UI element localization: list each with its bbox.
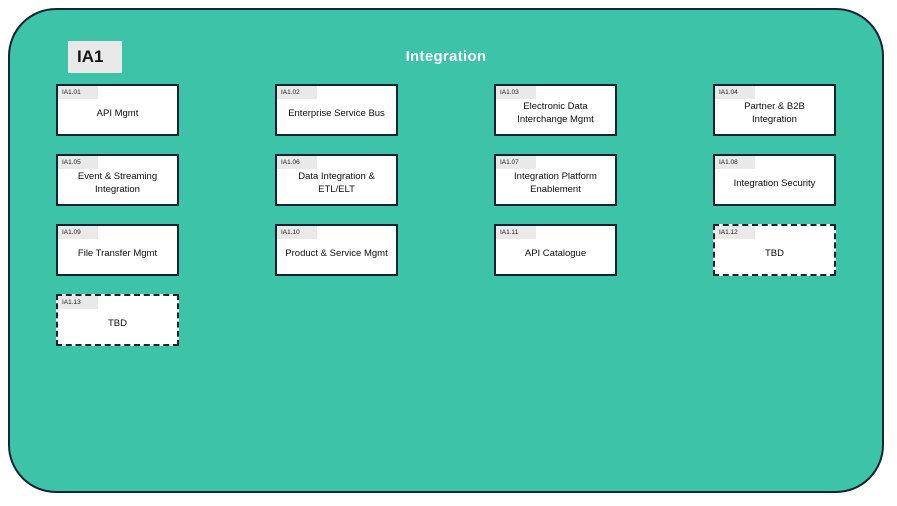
capability-title: API Catalogue (524, 247, 587, 259)
capability-box: IA1.08 Integration Security (713, 154, 836, 206)
capability-id-tab: IA1.01 (58, 86, 98, 99)
capability-title: Enterprise Service Bus (288, 107, 385, 119)
capability-title: Partner & B2B Integration (744, 101, 805, 125)
integration-domain-container: IA1 Integration IA1.01 API Mgmt IA1.02 E… (8, 8, 884, 493)
capability-id-tab: IA1.12 (715, 226, 755, 239)
capability-id-tab: IA1.04 (715, 86, 755, 99)
capability-id-tab: IA1.09 (58, 226, 98, 239)
capability-id-tab: IA1.10 (277, 226, 317, 239)
capability-box: IA1.04 Partner & B2B Integration (713, 84, 836, 136)
capability-box: IA1.01 API Mgmt (56, 84, 179, 136)
capability-box: IA1.05 Event & Streaming Integration (56, 154, 179, 206)
capability-title: File Transfer Mgmt (77, 247, 158, 259)
capability-id-tab: IA1.05 (58, 156, 98, 169)
capability-title: Integration Platform Enablement (514, 171, 597, 195)
capability-title: Integration Security (733, 177, 816, 189)
capability-id-tab: IA1.07 (496, 156, 536, 169)
capability-box: IA1.10 Product & Service Mgmt (275, 224, 398, 276)
capability-box: IA1.12 TBD (713, 224, 836, 276)
capability-title: Data Integration & ETL/ELT (298, 171, 375, 195)
capability-id-tab: IA1.06 (277, 156, 317, 169)
capability-id-tab: IA1.08 (715, 156, 755, 169)
capability-title: Electronic Data Interchange Mgmt (517, 101, 594, 125)
capability-title: Event & Streaming Integration (77, 171, 158, 195)
capability-grid: IA1.01 API Mgmt IA1.02 Enterprise Servic… (56, 84, 836, 346)
capability-box: IA1.09 File Transfer Mgmt (56, 224, 179, 276)
domain-id-label: IA1 (68, 41, 122, 73)
capability-box: IA1.11 API Catalogue (494, 224, 617, 276)
capability-title: TBD (108, 317, 127, 329)
capability-title: Product & Service Mgmt (285, 247, 388, 259)
capability-box: IA1.06 Data Integration & ETL/ELT (275, 154, 398, 206)
capability-title: API Mgmt (96, 107, 139, 119)
capability-id-tab: IA1.03 (496, 86, 536, 99)
capability-id-tab: IA1.13 (58, 296, 98, 309)
capability-id-tab: IA1.02 (277, 86, 317, 99)
capability-box: IA1.02 Enterprise Service Bus (275, 84, 398, 136)
capability-id-tab: IA1.11 (496, 226, 536, 239)
capability-box: IA1.07 Integration Platform Enablement (494, 154, 617, 206)
domain-title: Integration (405, 48, 487, 65)
capability-box: IA1.13 TBD (56, 294, 179, 346)
capability-title: TBD (765, 247, 784, 259)
capability-box: IA1.03 Electronic Data Interchange Mgmt (494, 84, 617, 136)
